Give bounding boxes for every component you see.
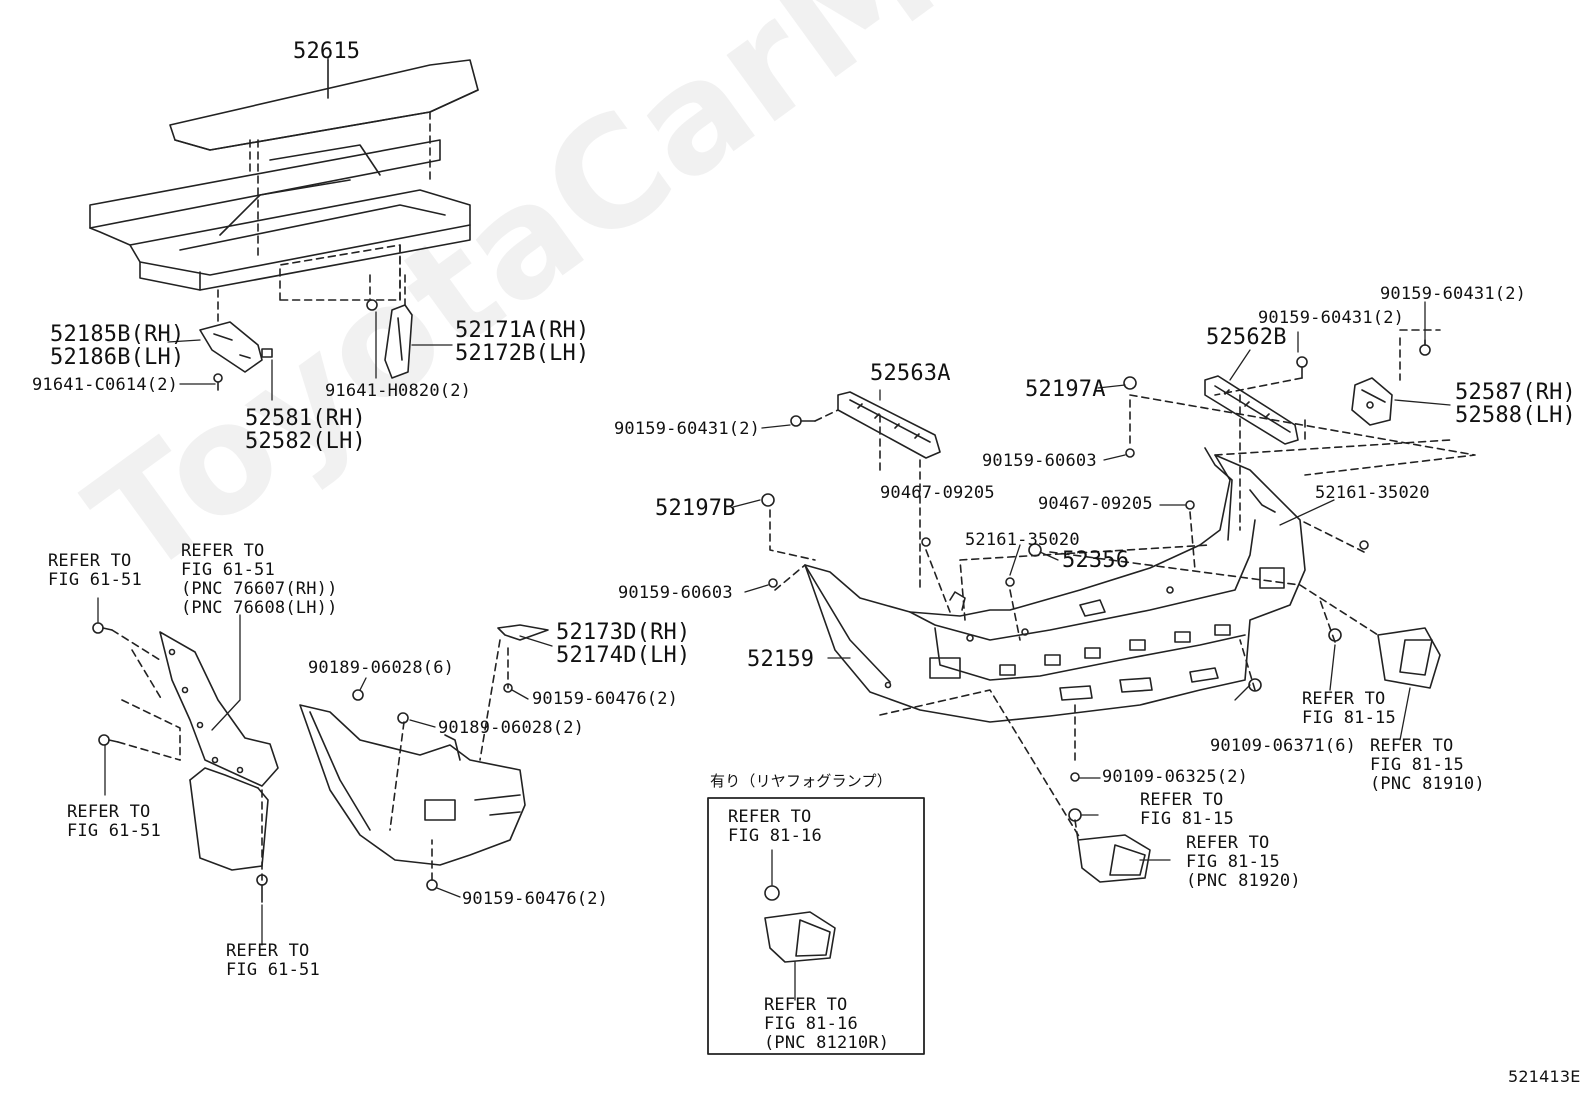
label-52186b: 52186B(LH)	[50, 345, 185, 370]
label-90159-60603-b: 90159-60603	[618, 583, 733, 603]
refer-fig-81-15-b: REFER TO FIG 81-15	[1140, 790, 1234, 829]
label-52161-35020-b: 52161-35020	[1315, 483, 1430, 503]
refer-fig-61-51-pnc: REFER TO FIG 61-51 (PNC 76607(RH)) (PNC …	[181, 541, 338, 618]
label-52587: 52587(RH)	[1455, 380, 1577, 405]
bumper-52159-drawing	[804, 447, 1306, 723]
refer-fig-61-51-b: REFER TO FIG 61-51	[67, 802, 161, 841]
mudguard-leader-lines	[111, 629, 263, 881]
label-90159-60476-b: 90159-60476(2)	[462, 889, 609, 909]
refer-fig-81-15-pnc-81920: REFER TO FIG 81-15 (PNC 81920)	[1186, 833, 1301, 891]
label-52174d: 52174D(LH)	[556, 643, 691, 668]
label-52197a: 52197A	[1025, 377, 1106, 402]
refer-fig-81-16-pnc: REFER TO FIG 81-16 (PNC 81210R)	[764, 995, 890, 1053]
pad-52615-drawing	[169, 59, 479, 151]
label-91641-h0820: 91641-H0820(2)	[325, 381, 472, 401]
refer-fig-81-16-a: REFER TO FIG 81-16	[728, 807, 822, 846]
bracket-52563a-drawing	[790, 391, 941, 459]
label-90189-06028-2: 90189-06028(2)	[438, 718, 585, 738]
label-90467-09205-a: 90467-09205	[880, 483, 995, 503]
label-90159-60476-a: 90159-60476(2)	[532, 689, 679, 709]
label-52356: 52356	[1062, 548, 1130, 573]
inset-title: 有り（リヤフォグランプ）	[710, 772, 892, 790]
label-90159-60603-a: 90159-60603	[982, 451, 1097, 471]
label-90159-60431-a: 90159-60431(2)	[614, 419, 761, 439]
label-90189-06028-6: 90189-06028(6)	[308, 658, 455, 678]
refer-fig-81-15-a: REFER TO FIG 81-15	[1302, 689, 1396, 728]
main-bumper-leader-lines	[769, 329, 1476, 841]
label-leader-lines	[97, 57, 1451, 1001]
refer-fig-61-51-a: REFER TO FIG 61-51	[48, 551, 142, 590]
label-52563a: 52563A	[870, 361, 951, 386]
reflector-lamp-lh-drawing	[1077, 834, 1151, 883]
fasteners-drawing	[761, 376, 1369, 822]
label-52161-35020-a: 52161-35020	[965, 530, 1080, 550]
label-91641-c0614: 91641-C0614(2)	[32, 375, 179, 395]
label-52173d: 52173D(RH)	[556, 620, 691, 645]
bumper-side-view-drawing	[299, 624, 549, 891]
label-90109-06371: 90109-06371(6)	[1210, 736, 1357, 756]
stay-52171a-drawing	[366, 299, 413, 379]
refer-fig-81-15-pnc-81910: REFER TO FIG 81-15 (PNC 81910)	[1370, 736, 1485, 794]
label-90467-09205-b: 90467-09205	[1038, 494, 1153, 514]
bracket-52185b-drawing	[199, 321, 273, 391]
refer-fig-61-51-c: REFER TO FIG 61-51	[226, 941, 320, 980]
label-90109-06325: 90109-06325(2)	[1102, 767, 1249, 787]
label-52197b: 52197B	[655, 496, 736, 521]
body-member-drawing	[89, 139, 471, 291]
label-90159-60431-c: 90159-60431(2)	[1380, 284, 1527, 304]
bracket-52587-drawing	[1351, 339, 1431, 426]
bracket-52562b-drawing	[1204, 356, 1308, 445]
label-52581: 52581(RH)	[245, 406, 367, 431]
label-52159: 52159	[747, 647, 815, 672]
label-52171a: 52171A(RH)	[455, 318, 590, 343]
mudguard-drawing	[92, 622, 279, 903]
label-90159-60431-b: 90159-60431(2)	[1258, 308, 1405, 328]
label-52172b: 52172B(LH)	[455, 341, 590, 366]
label-52185b: 52185B(RH)	[50, 322, 185, 347]
reflector-lamp-rh-drawing	[1377, 627, 1441, 689]
bumper-side-leader-lines	[389, 639, 509, 881]
label-52562b: 52562B	[1206, 325, 1287, 350]
label-52615: 52615	[293, 39, 361, 64]
label-52588: 52588(LH)	[1455, 403, 1577, 428]
inset-box	[707, 797, 925, 1055]
figure-code: 521413E	[1508, 1067, 1581, 1086]
label-52582: 52582(LH)	[245, 429, 367, 454]
